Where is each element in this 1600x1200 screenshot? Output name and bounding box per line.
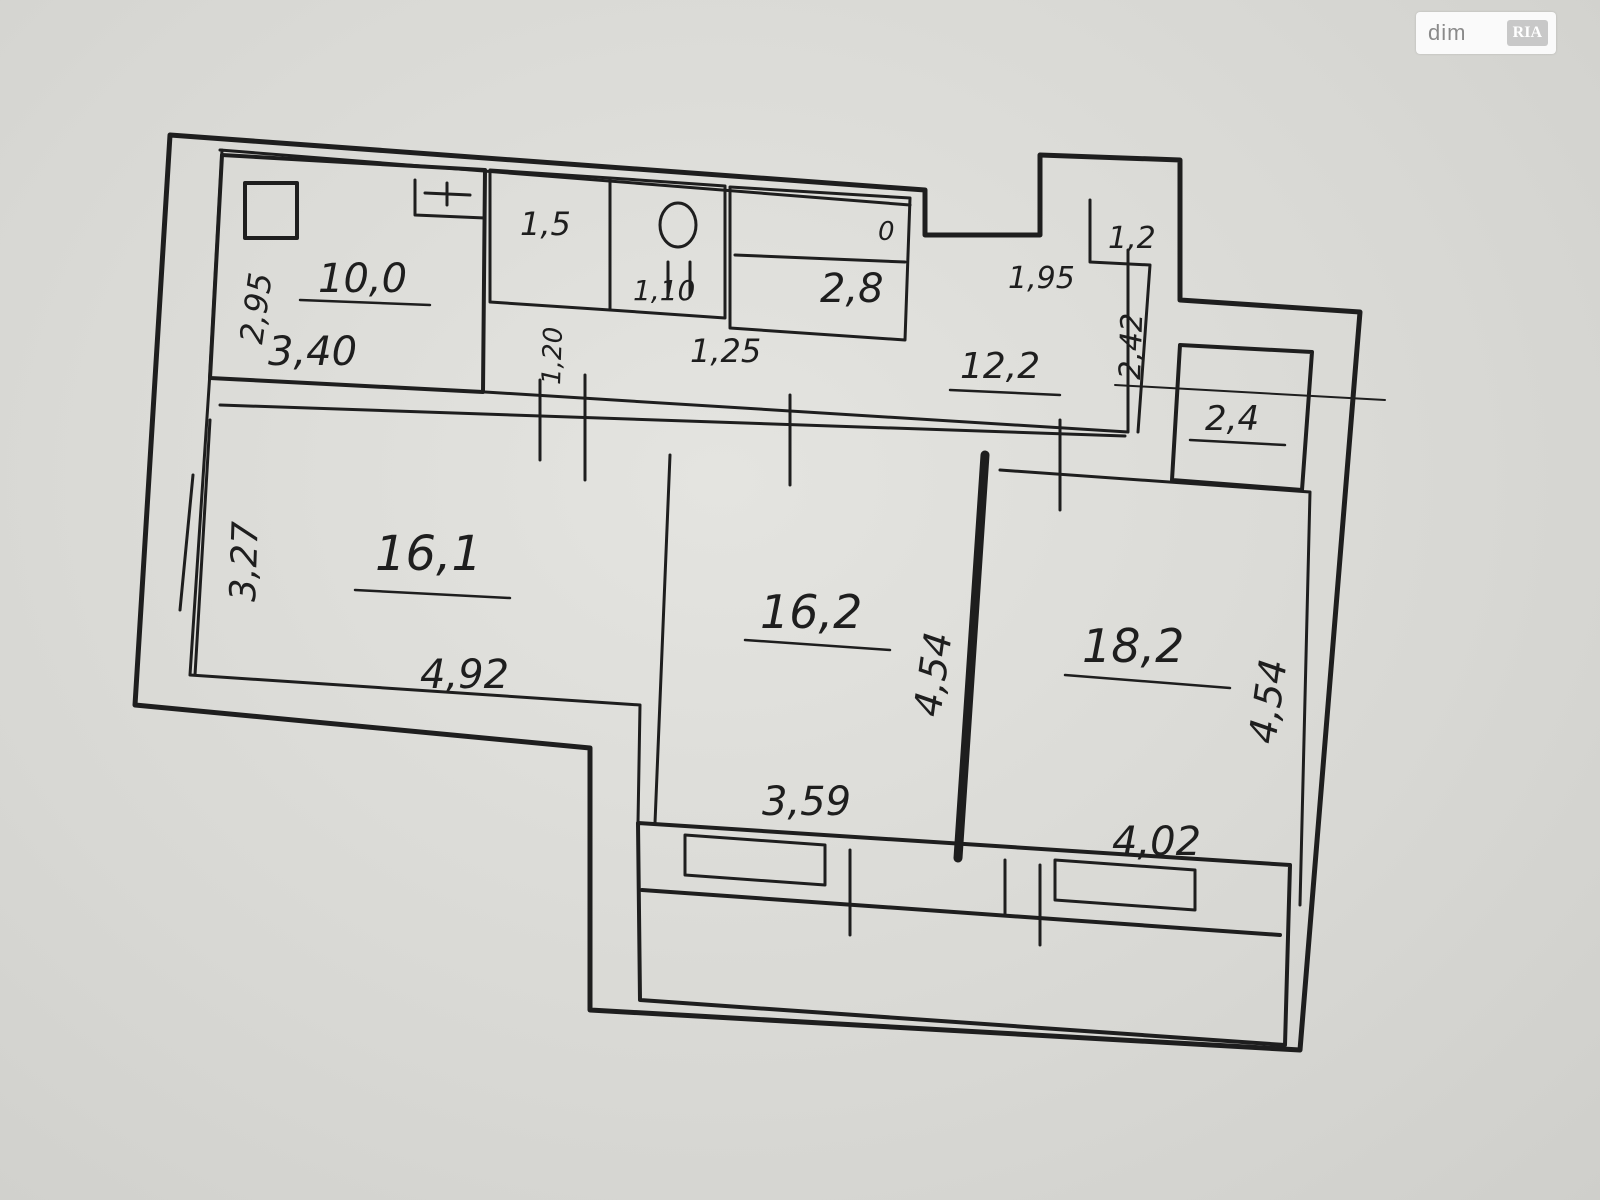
room1-area: 16,1 (375, 526, 482, 582)
dim-ria-watermark: dim RIA (1416, 12, 1556, 54)
room2-width: 3,59 (762, 779, 851, 825)
hallway-area: 12,2 (960, 346, 1040, 387)
kitchen-area: 10,0 (318, 256, 407, 302)
kitchen-wall (208, 153, 487, 394)
hall-dim-a: 1,2 (1108, 221, 1156, 256)
room2-depth: 4,54 (905, 629, 960, 719)
kitchen-width: 3,40 (268, 329, 357, 375)
room3-wall (998, 468, 1312, 907)
outer-wall (132, 132, 1363, 1053)
small-hall-wall (1088, 198, 1152, 434)
hall-dim-b: 1,95 (1008, 261, 1075, 296)
room3-depth: 4,54 (1240, 656, 1295, 746)
hallway-dim-a: 1,25 (690, 332, 761, 370)
room3-width: 4,02 (1112, 819, 1201, 865)
balcony-wall (636, 821, 1292, 1047)
storage-area: 2,4 (1205, 399, 1259, 439)
watermark-badge: RIA (1506, 20, 1548, 46)
stove-icon (243, 181, 299, 240)
area-underlines (298, 298, 1287, 690)
closet-top: 0 (878, 217, 895, 247)
partition-room2-room3 (953, 450, 990, 863)
windows (683, 833, 1197, 912)
bath-dim: 1,5 (520, 205, 571, 243)
closet-wall (728, 185, 912, 342)
room1-wall (193, 418, 672, 825)
sink-icon (413, 178, 487, 220)
hallway-dim-b: 1,20 (537, 326, 569, 385)
closet-area: 2,8 (820, 266, 884, 312)
room2-area: 16,2 (760, 585, 862, 639)
hall-dim-c: 2,42 (1113, 312, 1150, 380)
room1-width: 4,92 (420, 652, 509, 698)
door-ticks (178, 373, 1062, 947)
room1-depth: 3,27 (223, 521, 267, 603)
wc-wall (608, 176, 727, 320)
hallway-corridor (218, 248, 1130, 438)
watermark-text: dim (1428, 20, 1467, 45)
wc-dim: 1,10 (633, 274, 695, 307)
room3-area: 18,2 (1082, 619, 1184, 673)
scale-line (1114, 384, 1386, 401)
toilet-icon (658, 201, 698, 298)
